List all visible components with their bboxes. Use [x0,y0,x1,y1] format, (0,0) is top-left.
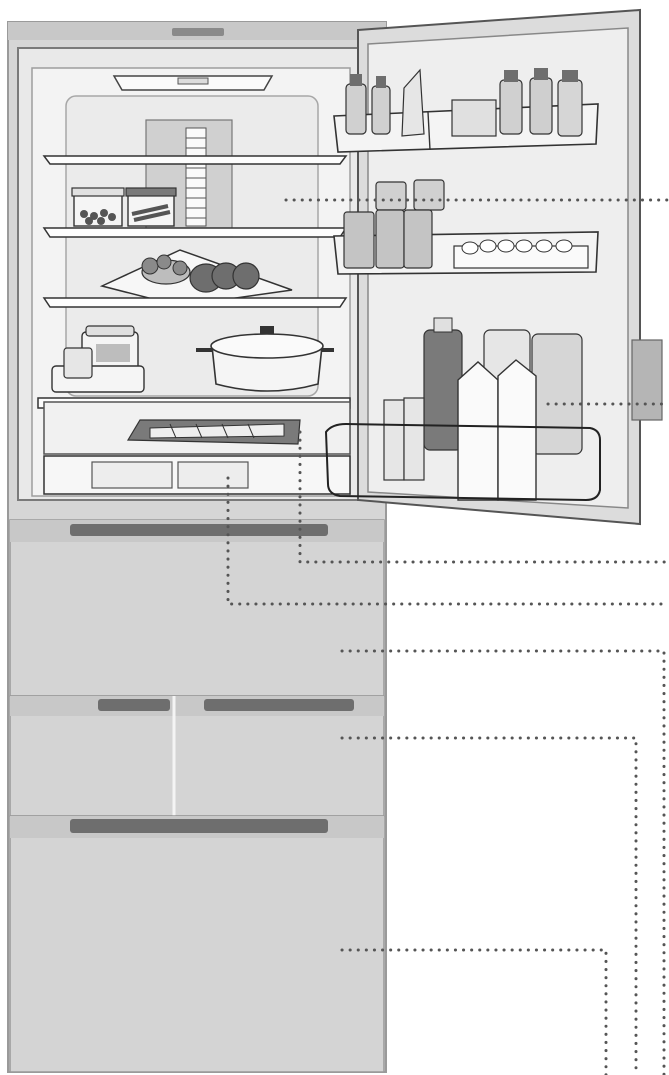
freezer-panel [9,815,385,1073]
glass-shelf [42,297,348,308]
glass-shelf [42,155,348,165]
door-pocket [324,422,601,502]
food-container-icon [125,187,177,227]
glass-shelf [42,227,348,238]
stacked-container-icon [51,325,145,393]
top-vent-icon [172,28,224,36]
drawer-handle[interactable] [70,819,328,833]
bottle-icon [345,68,583,137]
milk-carton-icon [383,317,583,501]
leader-freezer-compartment [340,948,608,1075]
callout-leaders [226,198,669,1075]
leader-vegetable-compartment [340,649,666,1075]
special-drawer-panel [9,519,385,697]
ice-and-switch-panel [9,695,385,817]
drawer-handle[interactable] [70,524,328,536]
chilled-tray-icon [43,401,351,455]
fridge-door [324,8,663,526]
vegetable-platter-icon [99,249,293,307]
leader-ice-switch-compartments [340,736,638,1075]
drawer-handle[interactable] [98,699,170,711]
leader-special-drawer [226,476,669,606]
leader-chilled-tray [298,430,669,564]
refrigerator-compartment [17,47,359,501]
food-container-icon [71,187,125,227]
drawer-handle[interactable] [204,699,354,711]
pot-icon [196,326,334,392]
can-icon [343,179,445,269]
egg-tray-icon [453,239,589,269]
special-drawer-icon [43,455,351,495]
